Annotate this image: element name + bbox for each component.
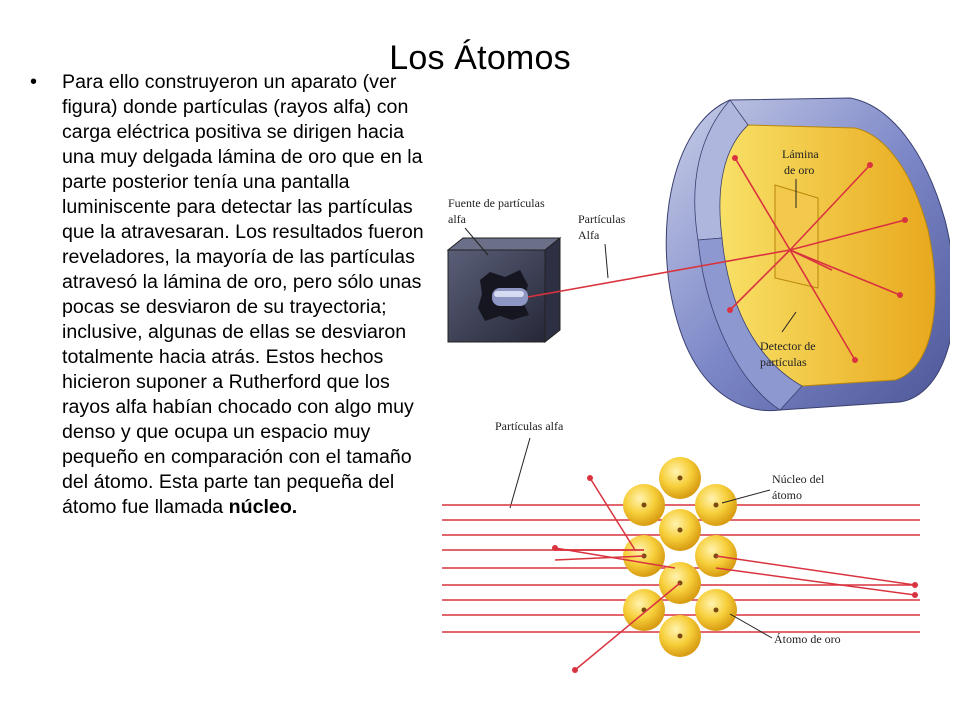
gold-atom [695,484,737,526]
gold-atom [623,484,665,526]
gold-atom [659,457,701,499]
svg-text:Lámina: Lámina [782,147,819,161]
label-gold-atom: Átomo de oro [729,613,841,646]
bullet-marker: • [30,71,38,93]
svg-text:alfa: alfa [448,212,467,226]
gold-atom [695,589,737,631]
label-detector: Detector de partículas [760,311,816,369]
ray-hit-dots [727,155,908,363]
rutherford-experiment-figure: Fuente de partículas alfa Partículas Alf… [442,97,950,673]
body-text-bold-term: núcleo. [228,496,298,518]
particle-source-box [446,236,562,344]
label-particle-source: Fuente de partículas alfa [448,196,545,256]
svg-text:Núcleo del: Núcleo del [772,472,825,486]
svg-text:Alfa: Alfa [578,228,600,242]
slide-title: Los Átomos [389,38,571,77]
label-gold-foil: Lámina de oro [782,147,819,208]
label-alpha-particles-bottom: Partículas alfa [495,419,564,509]
svg-text:Partículas alfa: Partículas alfa [495,419,564,433]
body-text: Para ello construyeron un aparato (ver f… [62,70,434,520]
svg-text:de oro: de oro [784,163,814,177]
deflected-rays-bottom [554,477,916,671]
gold-atom [659,509,701,551]
svg-text:átomo: átomo [772,488,802,502]
label-alpha-particles: Partículas Alfa [578,212,626,279]
svg-text:partículas: partículas [760,355,807,369]
svg-text:Fuente de partículas: Fuente de partículas [448,196,545,210]
svg-text:Átomo de oro: Átomo de oro [774,632,841,646]
gold-atom [659,615,701,657]
body-text-main: Para ello construyeron un aparato (ver f… [62,71,424,518]
ray-endpoints-bottom [552,475,918,673]
svg-text:Partículas: Partículas [578,212,626,226]
label-nucleus: Núcleo del átomo [721,472,825,504]
alpha-ray-beam [527,157,906,361]
svg-text:Detector de: Detector de [760,339,816,353]
gold-foil [774,184,819,289]
